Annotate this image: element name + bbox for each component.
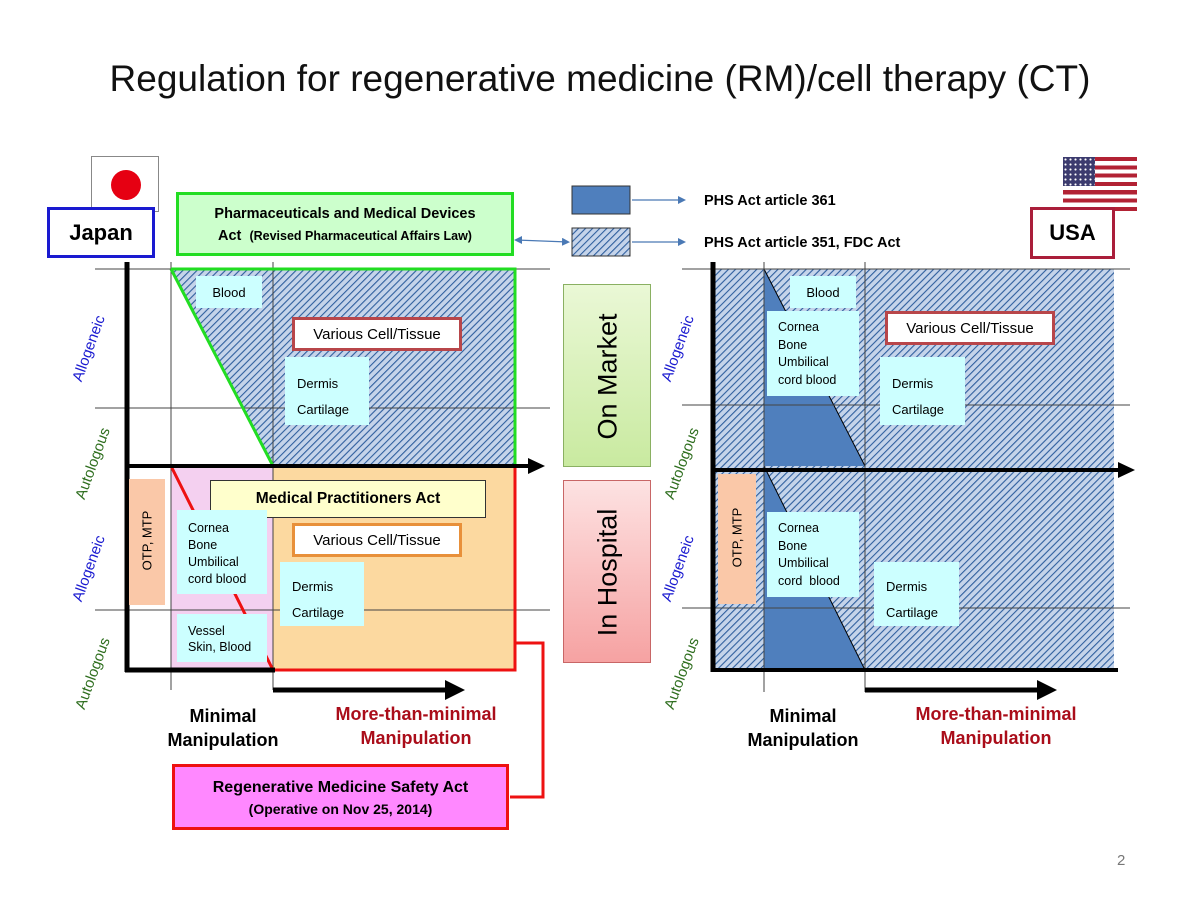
japan-upper-various-box: Various Cell/Tissue — [292, 317, 462, 351]
usa-otp-mtp-box: OTP, MTP — [718, 474, 756, 604]
in-hospital-label: In Hospital — [592, 508, 623, 637]
japan-lower-cornea-box: Cornea Bone Umbilical cord blood — [177, 510, 267, 594]
safety-act-line1: Regenerative Medicine Safety Act — [212, 779, 469, 796]
legend-solid-swatch — [571, 185, 631, 215]
japan-more-than-minimal: More-than-minimal Manipulation — [335, 704, 497, 748]
on-market-label: On Market — [592, 313, 623, 440]
usa-upper-cornea-box: Cornea Bone Umbilical cord blood — [767, 311, 859, 396]
slide-title: Regulation for regenerative medicine (RM… — [109, 58, 1091, 99]
usa-minimal-manipulation: Minimal Manipulation — [747, 706, 859, 750]
japan-label: Japan — [47, 207, 155, 258]
japan-upper-dermis-box: Dermis Cartilage — [285, 357, 369, 425]
usa-upper-blood: Blood — [790, 276, 856, 308]
japan-lower-dermis-box: Dermis Cartilage — [280, 562, 364, 626]
legend-hatched-label: PHS Act article 351, FDC Act — [704, 235, 901, 251]
regenerative-medicine-safety-act-box: Regenerative Medicine Safety Act (Operat… — [172, 764, 509, 830]
japan-minimal-manipulation: Minimal Manipulation — [167, 706, 279, 750]
usa-otp-mtp-label: OTP, MTP — [729, 507, 745, 568]
pmd-act-line2a: Act — [218, 228, 242, 244]
japan-lower-vessel-box: Vessel Skin, Blood — [177, 614, 267, 662]
usa-upper-various-box: Various Cell/Tissue — [885, 311, 1055, 345]
usa-lower-dermis-box: Dermis Cartilage — [874, 562, 959, 626]
in-hospital-box: In Hospital — [563, 480, 651, 663]
usa-lower-cornea-box: Cornea Bone Umbilical cord blood — [767, 512, 859, 597]
japan-lower-various-box: Various Cell/Tissue — [292, 523, 462, 557]
legend-solid-label: PHS Act article 361 — [704, 193, 836, 209]
pmd-act-line1: Pharmaceuticals and Medical Devices — [214, 206, 476, 222]
japan-otp-mtp-label: OTP, MTP — [139, 510, 155, 571]
on-market-box: On Market — [563, 284, 651, 467]
usa-flag-icon — [1063, 157, 1137, 211]
legend-hatched-swatch — [571, 227, 631, 257]
usa-label: USA — [1030, 207, 1115, 259]
page-number: 2 — [1117, 852, 1126, 869]
usa-upper-dermis-box: Dermis Cartilage — [880, 357, 965, 425]
pmd-act-line2b: (Revised Pharmaceutical Affairs Law) — [249, 229, 472, 243]
pmd-act-box: Pharmaceuticals and Medical Devices Act … — [176, 192, 514, 256]
japan-upper-blood: Blood — [196, 276, 262, 308]
japan-otp-mtp-box: OTP, MTP — [129, 479, 165, 605]
usa-more-than-minimal: More-than-minimal Manipulation — [915, 704, 1077, 748]
japan-flag-icon — [91, 156, 159, 212]
safety-act-line2: (Operative on Nov 25, 2014) — [248, 801, 433, 817]
